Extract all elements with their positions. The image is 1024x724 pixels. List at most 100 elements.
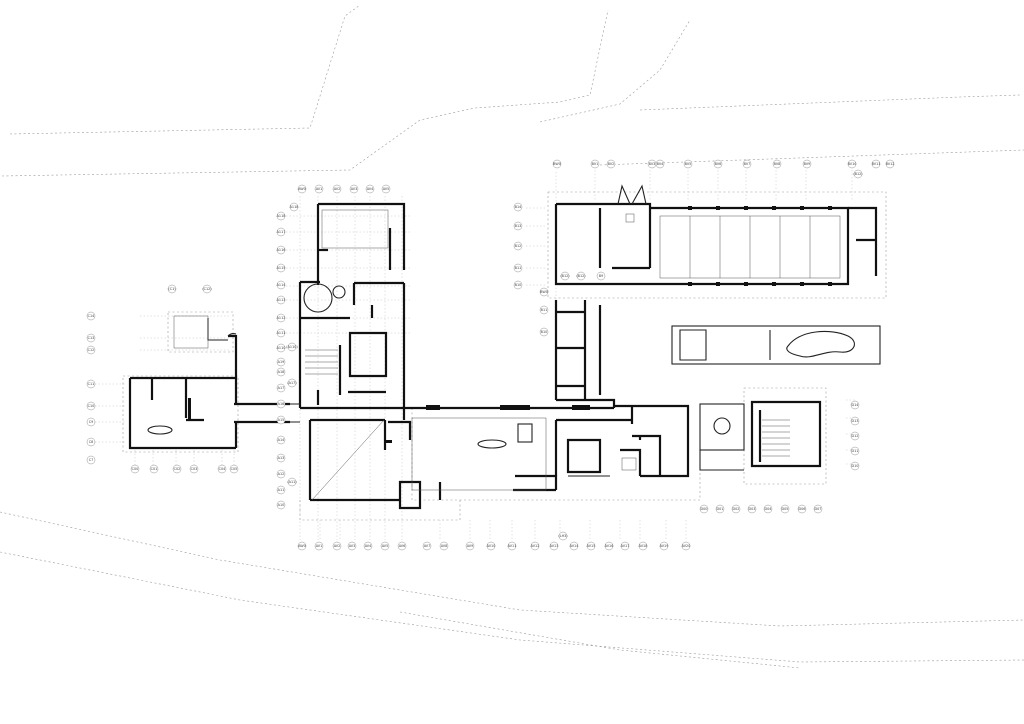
- grid-label-b-top-bubble: [885, 159, 895, 169]
- grid-label-a-bottom-bubble: [507, 541, 517, 551]
- grid-label-d-bottom: D05: [782, 507, 789, 511]
- grid-label-b-mid: (B12): [576, 274, 586, 278]
- grid-label-a-left-bubble: [276, 263, 286, 273]
- grid-label-bottom-sub: (LH3): [558, 534, 568, 538]
- pool: [671, 325, 881, 365]
- grid-label-b-left: B12: [515, 244, 522, 248]
- grid-label-a-left: A14: [278, 438, 285, 442]
- grid-label-a-bottom: AV12: [531, 544, 540, 548]
- grid-label-a-bottom: AV5: [382, 544, 389, 548]
- grid-label-b-mid: (B12): [560, 274, 570, 278]
- grid-label-a-bottom: AV11: [508, 544, 517, 548]
- grid-label-b-mid-bubble: [596, 271, 606, 281]
- wing-d-stair: [699, 400, 822, 471]
- grid-label-a-left: A18: [278, 370, 285, 374]
- grid-label-c-top-bubble: [167, 284, 177, 294]
- grid-label-c-bottom: C05: [231, 467, 238, 471]
- grid-label-a-bottom-bubble: [465, 541, 475, 551]
- grid-label-a-left-bubble: [276, 245, 286, 255]
- grid-label-a-left-bubble: [276, 383, 286, 393]
- grid-label-a-bottom-bubble: [486, 541, 496, 551]
- grid-label-a-top-bubble: [381, 184, 391, 194]
- grid-label-a-bottom: AV16: [605, 544, 614, 548]
- grid-label-c-bottom-bubble: [229, 464, 239, 474]
- grid-label-b-top: BV5: [685, 162, 692, 166]
- grid-label-a-bottom: AV3: [349, 544, 356, 548]
- grid-label-c-bottom: C03: [191, 467, 198, 471]
- grid-label-a-left-sub-bubble: [287, 378, 297, 388]
- grid-label-b-left: B10: [515, 283, 522, 287]
- grid-label-a-bottom-bubble: [314, 541, 324, 551]
- grid-label-b-top-bubble: [847, 159, 857, 169]
- grid-label-a-top: AV2: [334, 187, 341, 191]
- grid-label-c-left: C8: [89, 440, 94, 444]
- grid-label-a-bottom-bubble: [439, 541, 449, 551]
- grid-label-b-left: B14: [515, 205, 522, 209]
- grid-label-b-left-bubble: [513, 241, 523, 251]
- grid-label-d-bottom-bubble: [813, 504, 823, 514]
- grid-label-a-bottom-bubble: [297, 541, 307, 551]
- grid-label-c-left-bubble: [86, 333, 96, 343]
- grid-label-b-mid: B9: [599, 274, 603, 278]
- grid-label-b-left: B13: [515, 224, 522, 228]
- grid-label-a-left: A19: [278, 360, 285, 364]
- wing-a-south: [234, 402, 614, 510]
- grid-label-a-bottom: AV9: [467, 544, 474, 548]
- grid-label-b-top-bubble: [552, 159, 562, 169]
- grid-label-a-top: AV1: [316, 187, 323, 191]
- grid-label-a-left: A11: [278, 488, 285, 492]
- grid-label-b-left-sub-bubble: [539, 287, 549, 297]
- grid-label-a-top-extra: A118: [290, 205, 299, 209]
- grid-label-a-bottom-bubble: [681, 541, 691, 551]
- grid-label-b-left-sub: BW0: [540, 290, 548, 294]
- grid-label-b-left-bubble: [513, 221, 523, 231]
- grid-label-a-left-bubble: [276, 399, 286, 409]
- grid-label-a-top-extra-bubble: [289, 202, 299, 212]
- grid-label-d-bottom: D03: [749, 507, 756, 511]
- grid-label-a-left: A111: [277, 331, 286, 335]
- grid-label-a-left: A117: [277, 230, 286, 234]
- column-posts: [688, 206, 832, 286]
- grid-label-a-left-bubble: [276, 343, 286, 353]
- grid-label-c-bottom: C01: [151, 467, 158, 471]
- grid-label-d-bottom-bubble: [731, 504, 741, 514]
- grid-label-b-top: BV1: [592, 162, 599, 166]
- grid-label-b-top: BV11: [872, 162, 881, 166]
- grid-label-a-bottom: AV20: [682, 544, 691, 548]
- grid-label-c-left: C7: [89, 458, 94, 462]
- grid-label-a-bottom: AV7: [424, 544, 431, 548]
- grid-label-a-bottom: AV17: [621, 544, 630, 548]
- grid-label-d-right-bubble: [850, 461, 860, 471]
- grid-label-b-left-sub-bubble: [539, 327, 549, 337]
- grid-label-a-left-bubble: [276, 500, 286, 510]
- grid-label-a-bottom-bubble: [397, 541, 407, 551]
- wing-a-north: [298, 202, 406, 408]
- grid-label-a-left-bubble: [276, 415, 286, 425]
- grid-label-d-right: D14: [852, 403, 859, 407]
- grid-label-a-left-bubble: [276, 313, 286, 323]
- grid-label-d-right-bubble: [850, 446, 860, 456]
- grid-label-d-right: D11: [852, 449, 859, 453]
- grid-label-c-bottom-bubble: [149, 464, 159, 474]
- grid-label-a-bottom-bubble: [347, 541, 357, 551]
- grid-label-b-top: BV4: [657, 162, 664, 166]
- grid-lines: [95, 170, 856, 540]
- grid-label-b-top: BV7: [744, 162, 751, 166]
- grid-label-a-left: A116: [277, 248, 286, 252]
- grid-label-a-left: A16: [278, 402, 285, 406]
- grid-label-b-top-bubble: [606, 159, 616, 169]
- grid-label-c-left: C10: [88, 404, 95, 408]
- grid-label-a-left: A114: [277, 283, 286, 287]
- grid-label-b-top-bubble: [655, 159, 665, 169]
- grid-label-d-right-bubble: [850, 400, 860, 410]
- grid-label-a-bottom-bubble: [363, 541, 373, 551]
- grid-label-a-bottom-bubble: [604, 541, 614, 551]
- grid-label-a-bottom: AV13: [550, 544, 559, 548]
- grid-label-a-left: A15: [278, 418, 285, 422]
- wing-b-link: [554, 300, 616, 408]
- grid-label-a-bottom-bubble: [380, 541, 390, 551]
- grid-label-c-top: (C1): [168, 287, 176, 291]
- grid-label-a-left-sub: (A17): [287, 381, 297, 385]
- grid-label-d-right: D10: [852, 464, 859, 468]
- grid-label-c-left-bubble: [86, 437, 96, 447]
